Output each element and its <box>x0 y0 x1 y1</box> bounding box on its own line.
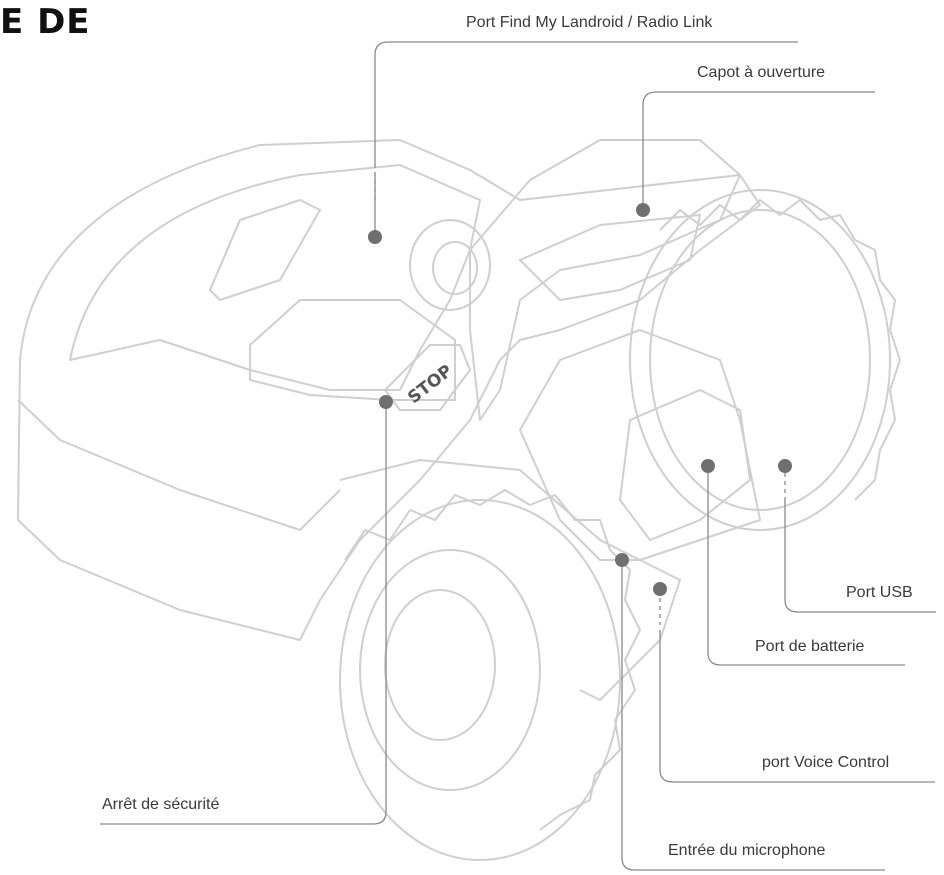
leader-hood <box>642 91 875 208</box>
leader-mic <box>621 560 885 871</box>
mower-body-inner <box>69 164 481 391</box>
top-handle <box>209 199 321 301</box>
leader-stop <box>100 402 387 825</box>
stop-button-housing <box>249 299 456 401</box>
front-wheel <box>339 489 641 861</box>
callout-battery: Port de batterie <box>755 638 865 655</box>
robot-mower-illustration <box>17 139 901 861</box>
dot-stop <box>379 395 393 409</box>
leader-lines <box>100 41 936 871</box>
dot-mic <box>615 553 629 567</box>
page-heading: E DE <box>0 2 91 42</box>
mower-body <box>17 139 761 641</box>
dot-hood <box>636 203 650 217</box>
dot-usb <box>778 459 792 473</box>
leader-battery <box>707 465 905 666</box>
dot-voice <box>653 582 667 596</box>
callout-stop: Arrêt de sécurité <box>102 796 220 813</box>
mower-side-edge <box>17 399 341 531</box>
callout-usb: Port USB <box>846 584 913 601</box>
front-fender <box>339 459 681 701</box>
callout-find-my: Port Find My Landroid / Radio Link <box>466 14 713 31</box>
callout-mic: Entrée du microphone <box>668 842 826 859</box>
battery-port <box>619 389 751 541</box>
hood-front <box>519 214 701 301</box>
hood-outline <box>469 139 741 421</box>
stop-button-text: STOP <box>404 361 456 408</box>
battery-compartment <box>519 329 761 561</box>
callout-voice: port Voice Control <box>762 754 890 771</box>
stop-button-cap <box>384 344 471 411</box>
anchor-dots <box>368 203 792 596</box>
top-knob <box>409 219 491 311</box>
callout-hood: Capot à ouverture <box>697 64 826 81</box>
dot-battery <box>701 459 715 473</box>
rear-wheel <box>629 189 901 531</box>
dot-find-my <box>368 230 382 244</box>
